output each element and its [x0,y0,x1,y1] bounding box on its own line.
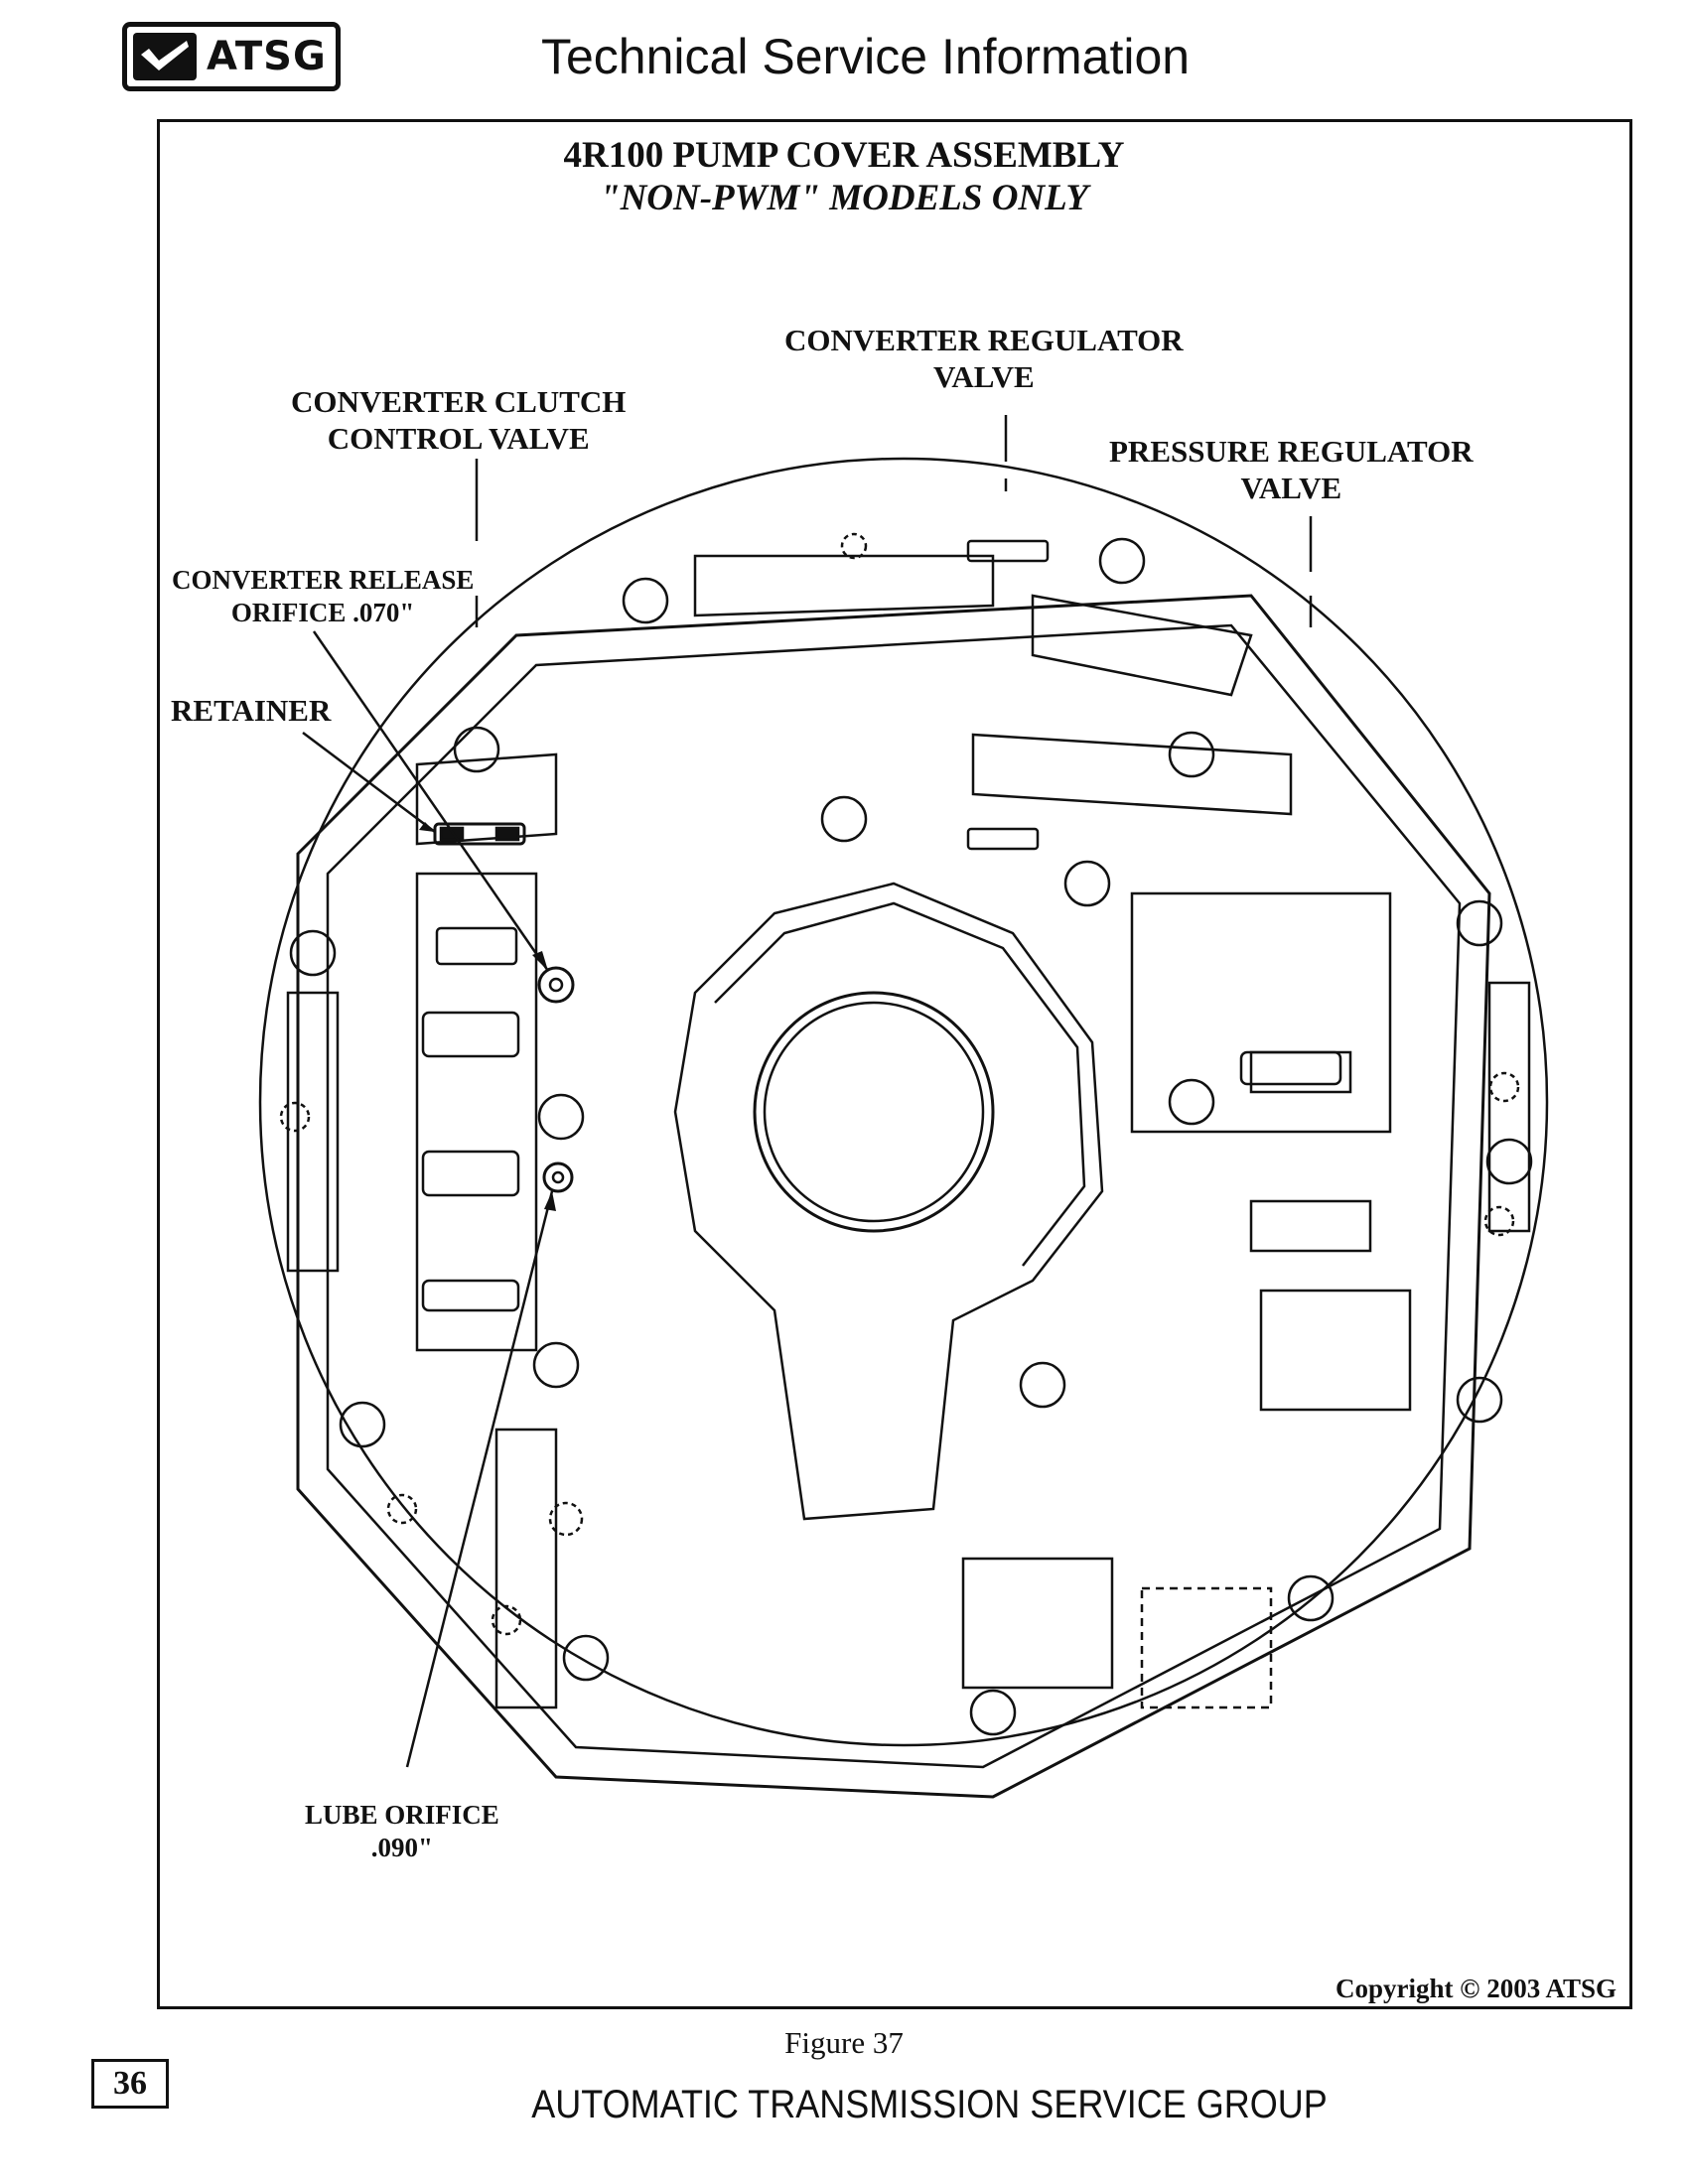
label-line: PRESSURE REGULATOR [1109,434,1474,469]
converter-regulator-valve-label: CONVERTER REGULATOR VALVE [784,322,1184,395]
label-line: CONTROL VALVE [327,421,590,456]
page-number: 36 [91,2059,169,2109]
stator-inner-contour [714,901,1086,1267]
logo-text: ATSG [207,34,327,79]
figure-frame [157,119,1632,2009]
label-line: .090" [370,1833,434,1862]
figure-title-block: 4R100 PUMP COVER ASSEMBLY "NON-PWM" MODE… [0,134,1688,219]
converter-clutch-control-valve-label: CONVERTER CLUTCH CONTROL VALVE [291,383,626,457]
figure-subtitle: "NON-PWM" MODELS ONLY [600,178,1088,218]
pump-inner-outline [326,623,1462,1769]
channel-g [1249,1199,1372,1253]
lube-orifice-label: LUBE ORIFICE .090" [305,1799,499,1864]
label-line: RETAINER [171,693,332,728]
channel-c [1031,594,1253,697]
label-line: LUBE ORIFICE [305,1800,499,1830]
retainer-label: RETAINER [171,692,331,729]
slot-mid [966,827,1040,851]
side-channel-right [1487,981,1531,1233]
retainer-part [433,822,526,846]
channel-k [494,1428,558,1709]
converter-release-orifice-part [537,966,575,1004]
slot-right [1239,1050,1342,1086]
checkmark-icon [133,33,197,80]
page-header-title: Technical Service Information [541,29,1191,84]
central-bore-inner [763,1001,985,1223]
copyright-notice: Copyright © 2003 ATSG [1336,1974,1617,2003]
label-line: VALVE [933,359,1035,394]
channel-f [1249,1050,1352,1094]
stator-support-outline [673,882,1104,1521]
pump-gasket-outline [296,594,1491,1799]
pressure-regulator-valve-label: PRESSURE REGULATOR VALVE [1109,433,1474,506]
label-line: CONVERTER REGULATOR [784,323,1184,357]
valve-bore-outline [415,872,538,1352]
label-line: VALVE [1240,471,1342,505]
central-bore [753,991,995,1233]
lube-orifice-part [542,1161,574,1193]
leader-lines [302,415,1313,1768]
side-channel-left [286,991,340,1273]
figure-caption: Figure 37 [784,2025,904,2060]
channel-j [1140,1586,1273,1709]
channel-i [961,1557,1114,1690]
channel-b [693,554,995,617]
slot-top [966,539,1050,563]
valve-slot-3 [421,1279,520,1312]
label-line: CONVERTER RELEASE [172,565,475,595]
footer-organization: AUTOMATIC TRANSMISSION SERVICE GROUP [531,2083,1328,2126]
channel-e [1130,891,1392,1134]
converter-release-orifice-label: CONVERTER RELEASE ORIFICE .070" [172,564,474,629]
valve-slot-4 [435,926,518,966]
pump-outer-outline [258,457,1549,1747]
channel-h [1259,1289,1412,1412]
label-line: CONVERTER CLUTCH [291,384,627,419]
arrowheads [419,822,556,1211]
atsg-logo: ATSG [122,22,341,91]
valve-slot-2 [421,1150,520,1197]
valve-slot-1 [421,1011,520,1058]
label-line: ORIFICE .070" [230,598,415,627]
figure-title: 4R100 PUMP COVER ASSEMBLY [563,135,1125,176]
channel-d [971,733,1293,816]
